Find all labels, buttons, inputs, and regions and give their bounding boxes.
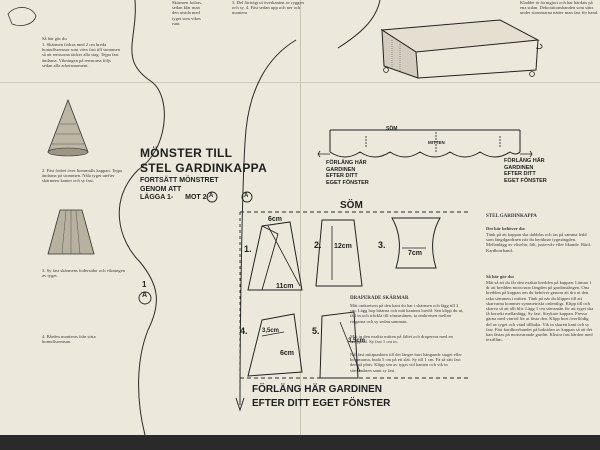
how-heading: Så här gör du: — [486, 274, 515, 279]
valance-label-left: FÖRLÄNG HÄR GARDINEN EFTER DITT EGET FÖN… — [326, 160, 369, 186]
piece-3-width-dimension: 7cm — [408, 250, 423, 257]
subtitle-mid: MOT 2- — [183, 194, 209, 201]
marker-1: 1 — [142, 280, 147, 289]
subtitle-prefix: LÄGGA 1- — [140, 194, 174, 201]
lampshade-sketch-top — [0, 0, 42, 88]
piece-4-number: 4. — [240, 326, 248, 336]
need-heading: Det här behöver du: — [486, 226, 526, 231]
draped-para2: Mät in den exakta mitten på fältet och d… — [350, 334, 453, 345]
lampshade-sketch-step2 — [38, 96, 98, 166]
piece-2-number: 2. — [314, 240, 322, 250]
draped-heading: DRAPERADE SKÄRMAR — [350, 296, 409, 301]
pattern-title-line2: STEL GARDINKAPPA — [140, 161, 268, 175]
extend-label-line2: EFTER DITT EGET FÖNSTER — [252, 398, 391, 409]
piece-5-number: 5. — [312, 326, 320, 336]
pattern-title-line1: MÖNSTER TILL — [140, 146, 233, 160]
pattern-subtitle-line1: FORTSÄTT MÖNSTRET — [140, 177, 219, 184]
valance-seam-label: SÖM — [386, 126, 398, 132]
instruction-text-step3: 3. Sy fast skärmens fodersidor och vikni… — [42, 268, 126, 279]
fold-line-vertical — [300, 0, 301, 435]
piece-2-height-dimension: 12cm — [334, 243, 352, 250]
marker-a-2: A — [244, 193, 249, 199]
instruction-heading-top: Så här gör du — [42, 36, 67, 41]
piece-4-height-dimension: 6cm — [280, 350, 295, 357]
piece-5-diagonal-dimension: 3,5cm — [348, 338, 366, 344]
instruction-text-top: 1. Skärmen fodras med 2 cm breda bomulls… — [42, 42, 120, 68]
instruction-text-step2: 2. Fäst fodret över bommulls kappan. Tej… — [42, 168, 122, 184]
instruction-column-3: Kladdet är formgjort och har härdats på … — [520, 0, 599, 16]
need-text: Tänk på att kappan ska dubblas och tas p… — [486, 232, 591, 253]
piece-1-number: 1. — [244, 244, 252, 254]
valance-label-right: FÖRLÄNG HÄR GARDINEN EFTER DITT EGET FÖN… — [504, 158, 547, 184]
piece-3-number: 3. — [378, 240, 386, 250]
instruction-text-step4: 4. Bården monteras från sista bomullsrem… — [42, 334, 96, 345]
seam-label: SÖM — [340, 200, 363, 211]
piece-1-top-dimension: 6cm — [268, 216, 283, 223]
extend-label-line1: FÖRLÄNG HÄR GARDINEN — [252, 384, 382, 395]
pattern-subtitle-line3: LÄGGA 1- MOT 2- — [140, 194, 209, 201]
instruction-column-2: 3. Del förträgt ut överkanten av ryggen … — [232, 0, 304, 16]
draped-para3: Nål fast mittpunkten till det längre bor… — [350, 352, 462, 373]
fold-line-horizontal — [0, 82, 600, 83]
how-text: Mät så att du får den exakta bredden på … — [486, 280, 594, 343]
pattern-sheet: Så här gör du 1. Skärmen fodras med 2 cm… — [0, 0, 600, 435]
marker-a-1: A — [209, 193, 214, 199]
piece-4-side-dimension: 3,5cm — [262, 328, 280, 334]
pattern-subtitle-line2: GENOM ATT — [140, 186, 182, 193]
right-heading: STEL GARDINKAPPA — [486, 214, 537, 219]
marker-a-curve: A — [142, 292, 148, 299]
draped-para1: Mät omkretsen på den kant du har i skärm… — [350, 303, 464, 324]
piece-1-bottom-dimension: 11cm — [276, 283, 294, 290]
pattern-lines — [118, 0, 543, 435]
instruction-column-1: Skärmen fodras, sedan klär man den utsid… — [172, 0, 203, 26]
lampshade-sketch-step3 — [40, 204, 102, 266]
valance-center-label: MITTEN — [428, 140, 445, 145]
